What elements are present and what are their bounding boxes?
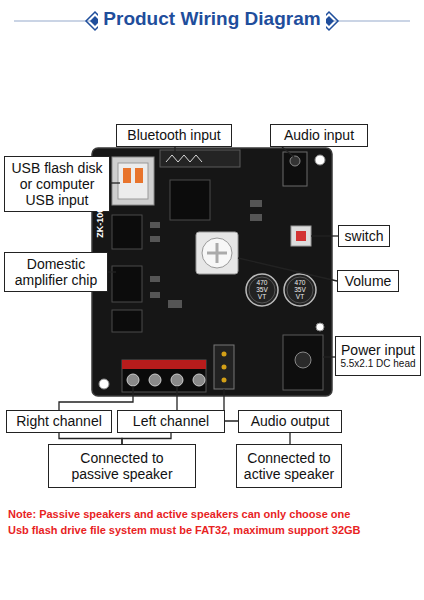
callout-box: Connected to passive speaker xyxy=(48,444,196,488)
knob-slot xyxy=(207,252,227,255)
antenna-trace xyxy=(166,155,202,162)
audio-jack xyxy=(283,152,307,186)
diagram-title: Product Wiring Diagram xyxy=(98,8,325,29)
leader-line xyxy=(238,258,337,281)
capacitor-rim xyxy=(249,277,275,303)
callout-box: Left channel xyxy=(117,410,225,433)
bluetooth-module xyxy=(160,150,240,167)
connector-line xyxy=(122,433,171,444)
usb-port-inner xyxy=(118,163,148,199)
callout-box: switch xyxy=(338,225,390,247)
capacitor-marking: 470 35V VT xyxy=(290,280,310,300)
leader-line xyxy=(323,356,335,357)
note-text: Usb flash drive file system must be FAT3… xyxy=(8,524,420,537)
header-pin xyxy=(222,378,227,383)
usb-pin xyxy=(123,168,131,183)
volume-knob xyxy=(202,238,232,268)
capacitor xyxy=(284,274,316,306)
terminal-screw xyxy=(193,374,205,386)
callout-box: Bluetooth input xyxy=(116,124,232,147)
title-box: Product Wiring Diagram xyxy=(0,8,424,30)
smd-part xyxy=(150,236,160,242)
smd-part xyxy=(250,200,262,207)
callout-text: Bluetooth input xyxy=(127,127,220,143)
callout-text: 5.5x2.1 DC head xyxy=(340,358,415,370)
callout-box: USB flash disk or computer USB input xyxy=(4,156,110,212)
usb-pin xyxy=(135,168,143,183)
smd-part xyxy=(168,300,182,308)
header-pin xyxy=(222,365,227,370)
callout-box: Volume xyxy=(337,270,399,292)
mounting-hole xyxy=(316,323,324,331)
callout-box: Audio output xyxy=(238,410,342,433)
callout-box: Power input5.5x2.1 DC head xyxy=(335,336,421,376)
amplifier-chip xyxy=(112,310,142,332)
leader-line xyxy=(282,147,294,157)
callout-text: Connected to passive speaker xyxy=(67,450,177,482)
leader-line xyxy=(176,386,177,410)
dc-jack xyxy=(283,335,323,390)
capacitor xyxy=(246,274,278,306)
callout-text: Power input xyxy=(341,342,415,358)
connector-line xyxy=(59,433,122,444)
audio-jack-hole xyxy=(290,156,300,166)
terminal-screw xyxy=(171,374,183,386)
callout-box: Audio input xyxy=(270,124,368,147)
dc-jack-hole xyxy=(295,352,311,368)
decoder-chip xyxy=(170,180,210,220)
leader-line xyxy=(224,389,238,421)
capacitor-rim xyxy=(287,277,313,303)
capacitor-marking: 470 35V VT xyxy=(252,280,272,300)
callout-text: Audio output xyxy=(251,413,330,429)
callout-text: Volume xyxy=(345,273,392,289)
header-pin xyxy=(222,352,227,357)
leader-line xyxy=(59,386,133,410)
callout-box: Domestic amplifier chip xyxy=(4,252,108,292)
switch-button xyxy=(296,231,306,241)
connector-line xyxy=(289,433,290,444)
note-text: Note: Passive speakers and active speake… xyxy=(8,508,420,521)
amplifier-chip xyxy=(112,266,142,302)
volume-potentiometer xyxy=(196,232,238,274)
callout-text: Audio input xyxy=(284,127,354,143)
leader-line xyxy=(110,182,120,183)
callout-text: Left channel xyxy=(133,413,209,429)
leader-line xyxy=(311,235,338,236)
callout-text: USB flash disk or computer USB input xyxy=(8,160,106,208)
smd-part xyxy=(150,292,160,298)
callout-text: switch xyxy=(345,228,384,244)
usb-port xyxy=(112,157,154,205)
callout-text: Connected to active speaker xyxy=(240,450,338,482)
terminal-screw xyxy=(149,374,161,386)
leader-line xyxy=(108,271,116,272)
callout-text: Domestic amplifier chip xyxy=(8,256,104,288)
smd-part xyxy=(150,276,160,282)
mounting-hole xyxy=(315,155,325,165)
terminal-block-top xyxy=(122,360,206,369)
board-marking: ZK-1002M xyxy=(95,186,106,246)
terminal-block xyxy=(122,360,206,392)
leader-line xyxy=(174,147,175,157)
smd-part xyxy=(150,222,160,228)
amplifier-chip xyxy=(112,215,142,249)
callout-box: Right channel xyxy=(6,410,112,433)
callout-text: Right channel xyxy=(16,413,102,429)
mounting-hole xyxy=(99,379,109,389)
audio-output-header xyxy=(214,345,234,389)
smd-part xyxy=(250,214,262,221)
terminal-screw xyxy=(127,374,139,386)
callout-box: Connected to active speaker xyxy=(236,444,342,488)
switch-body xyxy=(291,226,311,246)
